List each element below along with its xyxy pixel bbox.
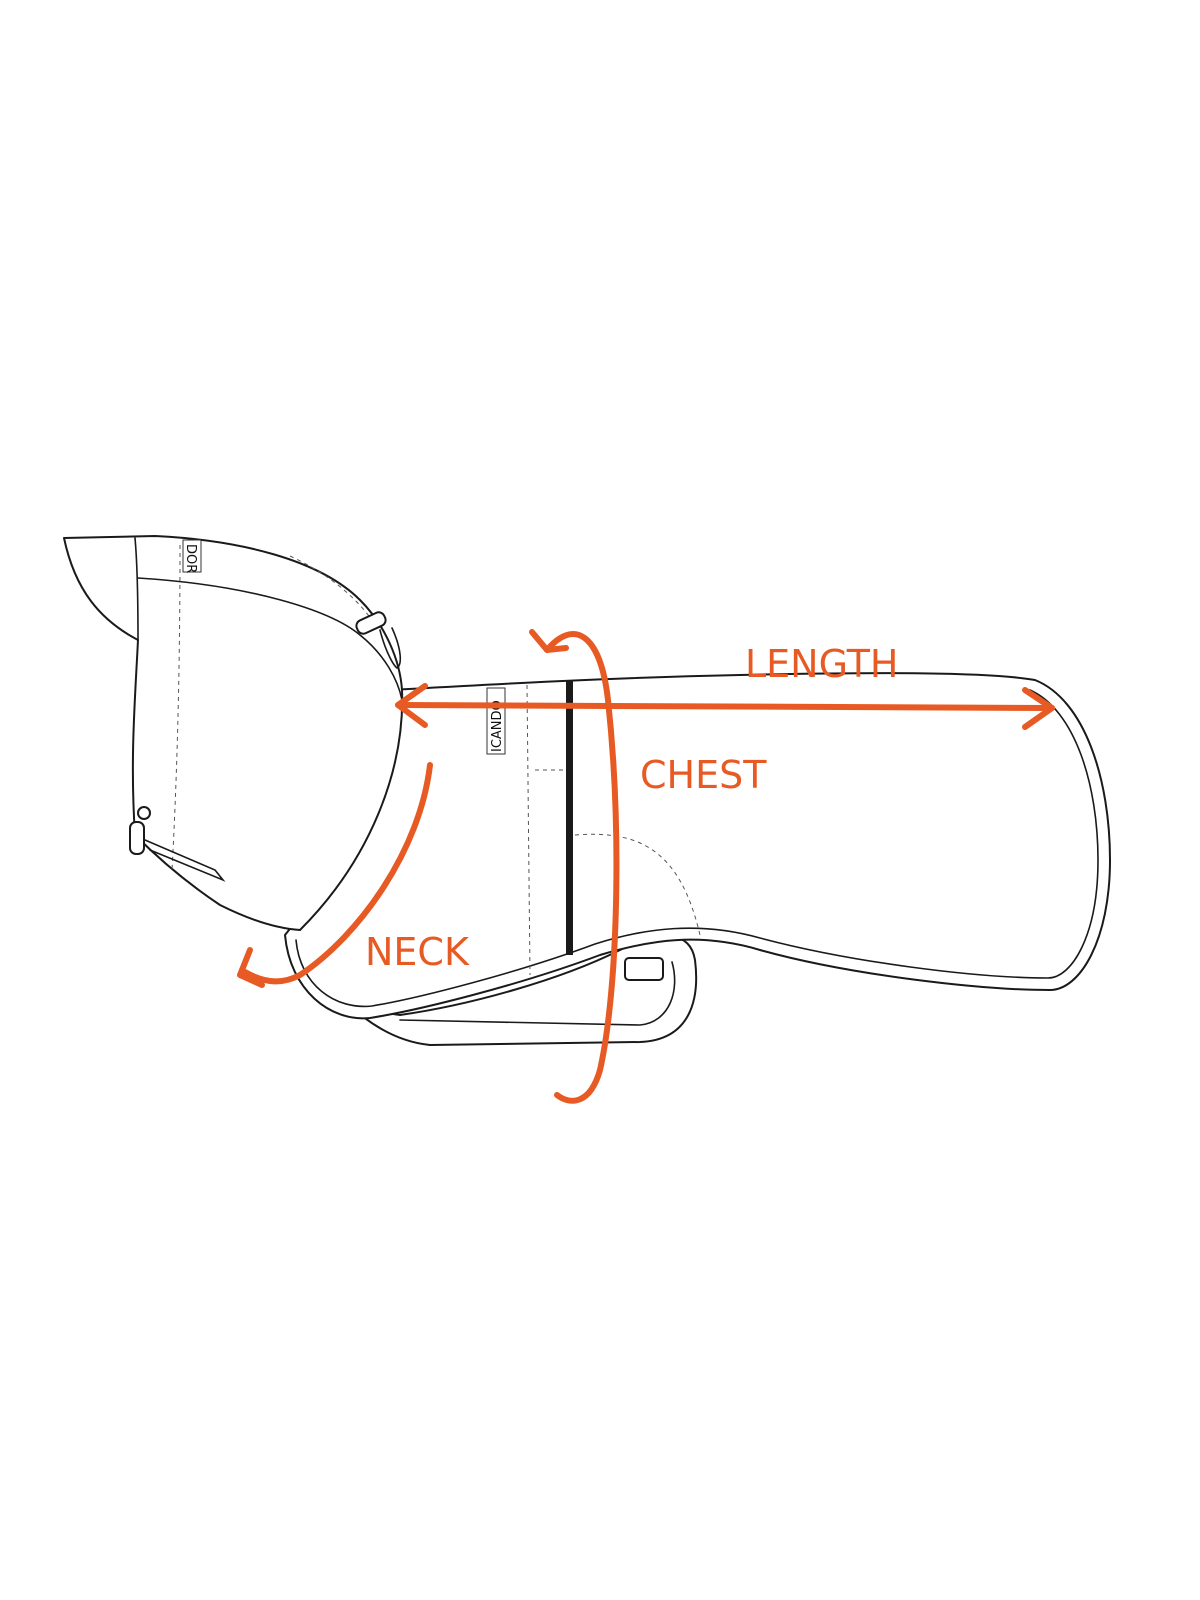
- hood-toggle-top: [355, 611, 402, 669]
- length-arrow-line: [395, 702, 1055, 711]
- dog-coat-illustration: ICANDO DOR: [63, 535, 1111, 1046]
- length-label: LENGTH: [745, 642, 898, 686]
- length-measurement: LENGTH: [395, 642, 1055, 730]
- zipper: [566, 680, 573, 955]
- chest-label: CHEST: [640, 753, 767, 797]
- hood-brand-text: DOR: [183, 544, 198, 573]
- hood-toggle-bottom: [129, 806, 226, 882]
- strap-buckle: [624, 957, 664, 981]
- chest-measurement: CHEST: [529, 629, 767, 1104]
- coat-body: [284, 672, 1111, 1020]
- hood-brim-seam: [134, 537, 139, 641]
- neck-label: NECK: [365, 930, 470, 974]
- body-seam-3: [574, 833, 701, 936]
- hood-brand-tag: [182, 539, 202, 573]
- length-arrow-head-right: [1022, 687, 1055, 730]
- hood-seam-2: [289, 555, 373, 621]
- body-trim: [295, 689, 1099, 1008]
- coat-hood: [63, 535, 404, 931]
- chest-arrow-curve: [544, 631, 620, 1104]
- hood-seam-1: [171, 544, 181, 871]
- neck-arrow-head: [237, 947, 265, 988]
- strap-inner-band: [399, 961, 676, 1026]
- neck-arrow-curve: [242, 762, 433, 985]
- hood-inner-line: [137, 577, 403, 701]
- chest-arrow-head: [529, 629, 569, 653]
- body-brand-text: ICANDO: [490, 700, 505, 752]
- body-seam-1: [526, 684, 531, 976]
- neck-measurement: NECK: [237, 762, 470, 988]
- length-arrow-head-left: [395, 683, 428, 728]
